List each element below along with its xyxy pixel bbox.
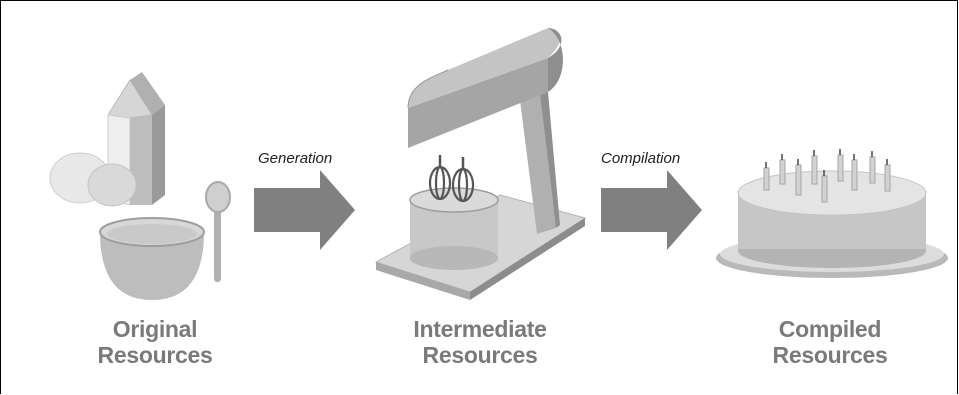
original-resources-illustration xyxy=(49,72,231,300)
intermediate-resources-caption: Intermediate Resources xyxy=(385,316,575,368)
caption-line-1: Intermediate xyxy=(413,316,547,342)
caption-line-1: Compiled xyxy=(778,316,882,342)
mixing-bowl-icon xyxy=(99,217,205,300)
stand-mixer-icon xyxy=(374,28,587,300)
compiled-resources-caption: Compiled Resources xyxy=(735,316,925,368)
original-resources-caption: Original Resources xyxy=(60,316,250,368)
generation-label: Generation xyxy=(258,150,333,167)
caption-line-2: Resources xyxy=(97,342,213,368)
caption-line-1: Original xyxy=(112,316,198,342)
compilation-label: Compilation xyxy=(601,150,681,167)
birthday-cake-icon xyxy=(716,149,948,278)
caption-line-2: Resources xyxy=(772,342,888,368)
eggs-icon xyxy=(49,152,137,207)
caption-line-2: Resources xyxy=(422,342,538,368)
spoon-icon xyxy=(205,181,231,282)
compilation-arrow xyxy=(601,170,702,250)
generation-arrow xyxy=(254,170,355,250)
